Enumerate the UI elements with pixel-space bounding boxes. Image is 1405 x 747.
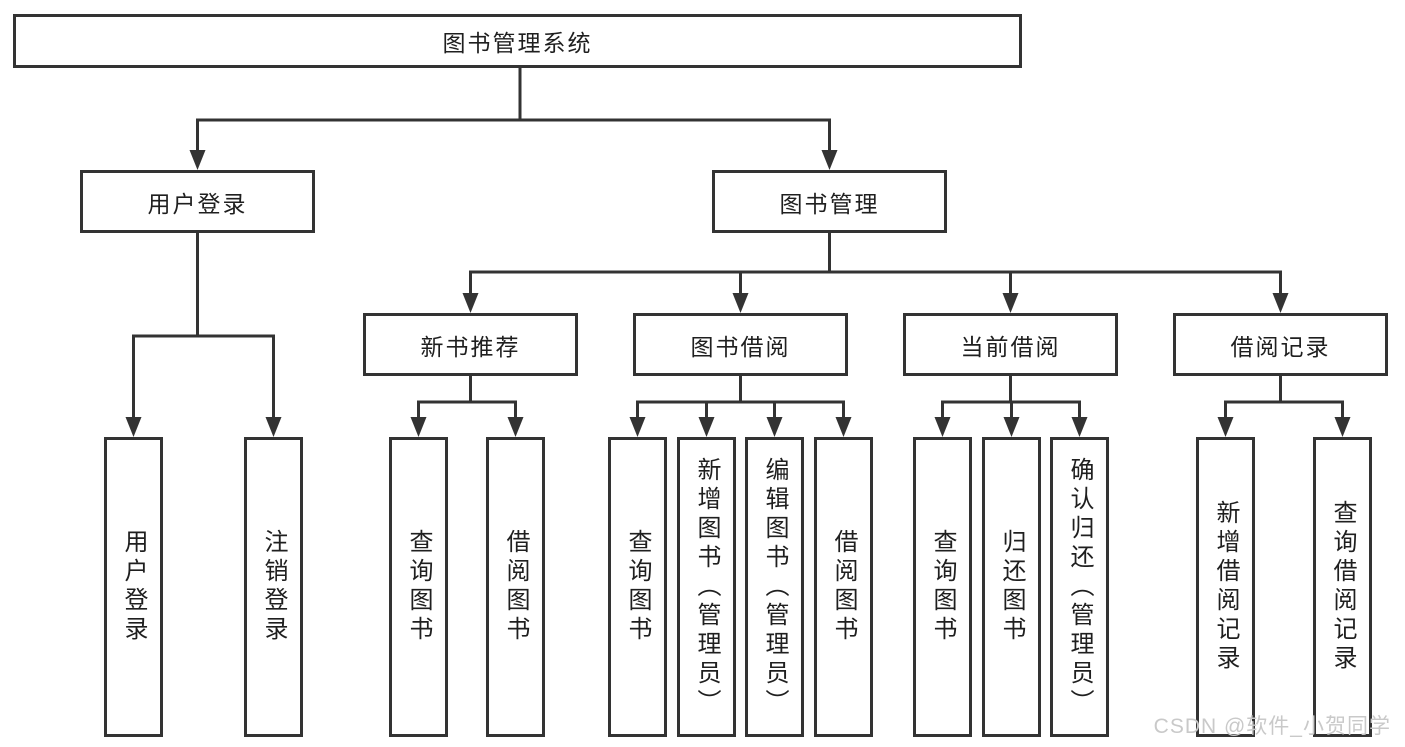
leaf-query-books-current: 查询图书 bbox=[913, 437, 972, 737]
leaf-borrow-books: 借阅图书 bbox=[814, 437, 873, 737]
leaf-confirm-return-admin: 确认归还（管理员） bbox=[1050, 437, 1109, 737]
leaf-logout: 注销登录 bbox=[244, 437, 303, 737]
csdn-watermark: CSDN @软件_小贺同学 bbox=[1153, 715, 1391, 738]
node-user-login: 用户登录 bbox=[80, 170, 315, 233]
node-library-management-system: 图书管理系统 bbox=[13, 14, 1022, 68]
leaf-query-books-recommend: 查询图书 bbox=[389, 437, 448, 737]
leaf-query-borrow-record: 查询借阅记录 bbox=[1313, 437, 1372, 737]
node-borrow-records: 借阅记录 bbox=[1173, 313, 1388, 376]
connector-current-borrow-to-leaves bbox=[934, 376, 1088, 437]
leaf-return-books: 归还图书 bbox=[982, 437, 1041, 737]
leaf-user-login: 用户登录 bbox=[104, 437, 163, 737]
node-new-book-recommend: 新书推荐 bbox=[363, 313, 578, 376]
leaf-query-books-borrow: 查询图书 bbox=[608, 437, 667, 737]
connector-book-borrow-to-leaves bbox=[629, 376, 852, 437]
connector-borrow-records-to-leaves bbox=[1217, 376, 1351, 437]
leaf-add-books-admin: 新增图书（管理员） bbox=[677, 437, 736, 737]
node-current-borrow: 当前借阅 bbox=[903, 313, 1118, 376]
connector-book-management-to-level3 bbox=[462, 233, 1289, 313]
connector-user-login-to-leaves bbox=[125, 233, 282, 437]
leaf-borrow-books-recommend: 借阅图书 bbox=[486, 437, 545, 737]
leaf-add-borrow-record: 新增借阅记录 bbox=[1196, 437, 1255, 737]
leaf-edit-books-admin: 编辑图书（管理员） bbox=[745, 437, 804, 737]
connector-new-book-recommend-to-leaves bbox=[410, 376, 524, 437]
connector-root-to-level2 bbox=[189, 68, 838, 170]
node-book-management: 图书管理 bbox=[712, 170, 947, 233]
node-book-borrow: 图书借阅 bbox=[633, 313, 848, 376]
